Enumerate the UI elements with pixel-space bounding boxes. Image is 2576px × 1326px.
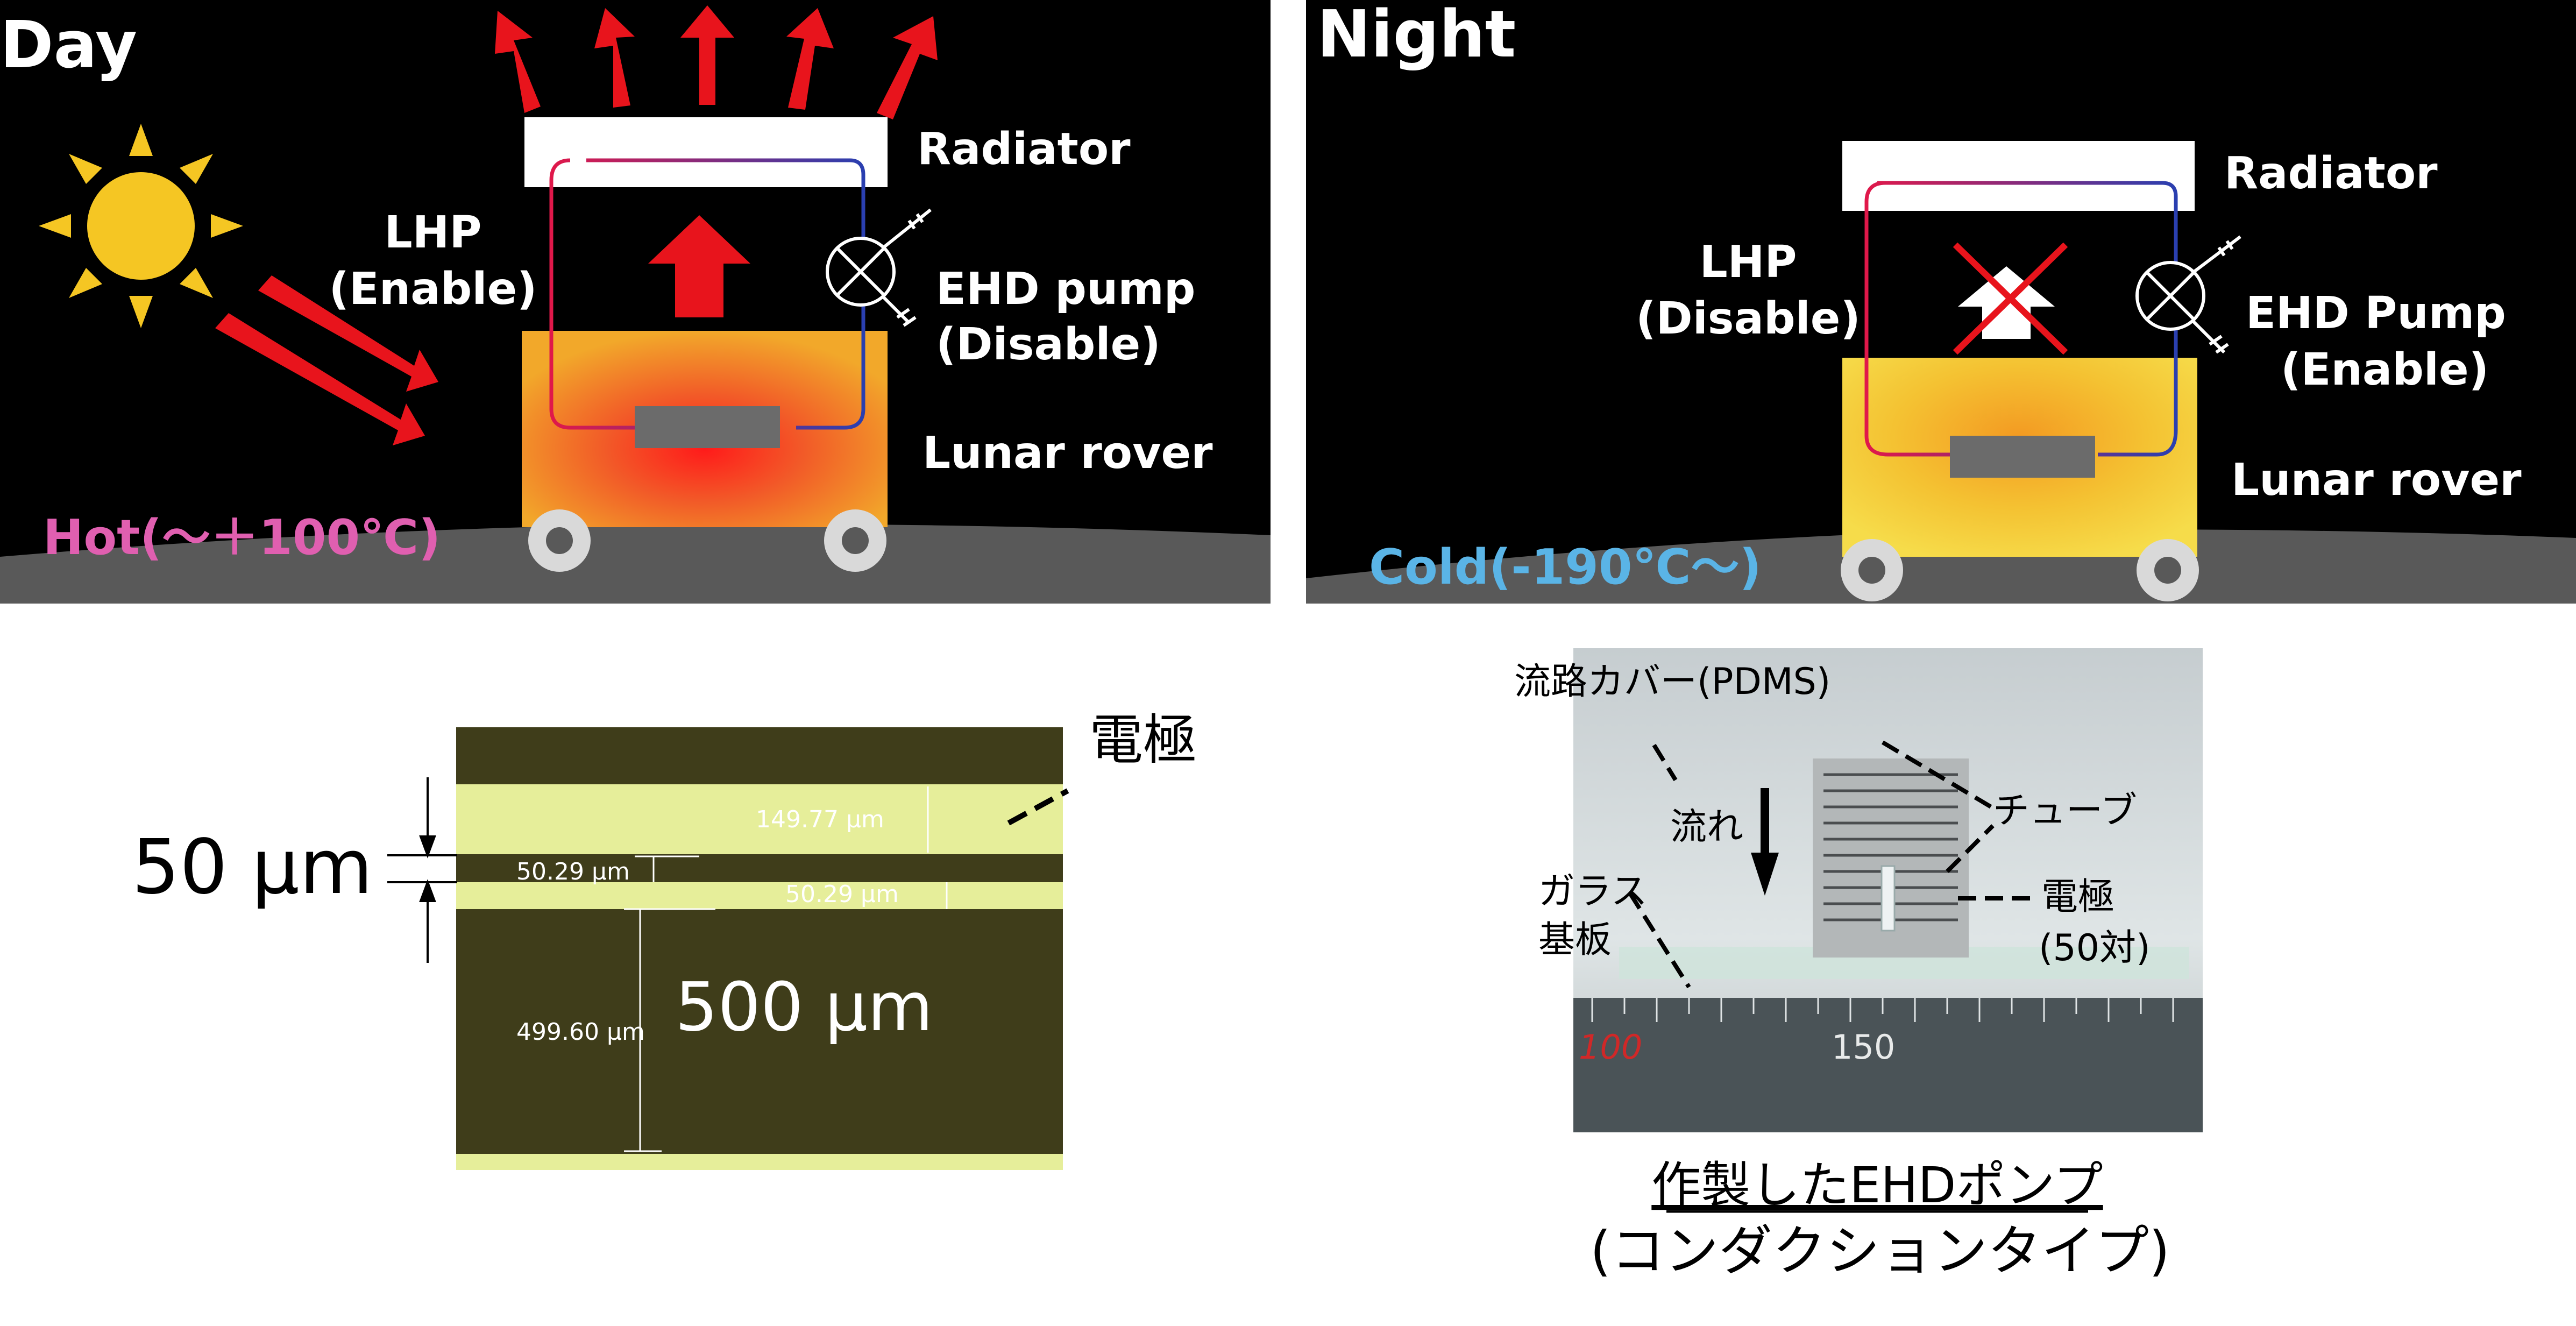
day-lhp-label-1: LHP — [385, 207, 482, 258]
day-ehd-label-2: (Disable) — [936, 319, 1161, 370]
photo-electrode-label-2: (50対) — [2039, 927, 2151, 969]
blocked-x-icon — [1953, 242, 2068, 355]
measure-top: 149.77 μm — [756, 806, 884, 833]
lhp-loop-night — [1864, 181, 2178, 457]
ehd-pump-icon-day — [826, 208, 932, 327]
day-panel: Day — [0, 0, 1271, 604]
radiation-arrows — [495, 5, 938, 119]
night-lhp-label-2: (Disable) — [1636, 293, 1861, 344]
night-lhp-label-1: LHP — [1700, 237, 1797, 288]
width-label: 500 μm — [675, 968, 933, 1046]
ruler-mark-100: 100 — [1579, 1027, 1642, 1067]
measure-gap-2: 50.29 μm — [785, 881, 899, 908]
night-temperature: Cold(-190℃～) — [1369, 539, 1762, 595]
sunlight-arrows — [215, 275, 438, 445]
evaporator-night — [1950, 436, 2095, 478]
ruler-mark-150: 150 — [1832, 1027, 1895, 1067]
radiator-plate — [524, 117, 888, 187]
sun-icon — [39, 124, 243, 328]
evaporator — [635, 406, 780, 448]
electrode-strip-3 — [456, 1154, 1063, 1170]
electrode-strip-2 — [456, 882, 1063, 909]
electrode-pointer — [1007, 788, 1069, 826]
day-radiator-label: Radiator — [917, 124, 1131, 175]
annotation-leaders — [1628, 740, 2033, 989]
day-temperature: Hot(～＋100℃) — [43, 509, 441, 566]
glass-label-1: ガラス — [1538, 870, 1648, 913]
tube — [1880, 865, 1896, 932]
night-ehd-label-2: (Enable) — [2281, 344, 2489, 395]
gap-label: 50 μm — [132, 824, 373, 911]
electrode-label: 電極 — [1089, 708, 1197, 771]
electrode-micrograph: 149.77 μm 50.29 μm 50.29 μm 499.60 μm 50… — [132, 708, 1197, 1170]
night-radiator-label: Radiator — [2224, 148, 2438, 199]
photo-electrode-label-1: 電極 — [2041, 876, 2114, 918]
lunar-ground-night — [1306, 529, 2576, 604]
caption-line-1: 作製したEHDポンプ — [1651, 1157, 2103, 1214]
ehd-pump-icon-night — [2135, 235, 2241, 354]
day-title: Day — [0, 8, 137, 83]
measure-wide: 499.60 μm — [516, 1018, 645, 1046]
night-rover-label: Lunar rover — [2231, 455, 2522, 506]
measure-gap-1: 50.29 μm — [516, 858, 630, 885]
electrode-strip-1 — [456, 784, 1063, 854]
night-ehd-label-1: EHD Pump — [2246, 288, 2506, 339]
rover-wheels-night — [1841, 539, 2199, 601]
rover-wheels-day — [528, 509, 886, 572]
ehd-pump-photo: 100 150 流路カバー(PDMS) 流れ チューブ ガラス 基板 電極 (5… — [1514, 648, 2203, 1282]
ruler — [1573, 998, 2203, 1132]
flow-arrow-icon — [1751, 788, 1779, 896]
day-ehd-label-1: EHD pump — [936, 264, 1195, 315]
ruler-ticks — [1591, 998, 2174, 1022]
measure-lines — [624, 786, 948, 1152]
cover-label: 流路カバー(PDMS) — [1514, 661, 1830, 703]
caption-line-2: (コンダクションタイプ) — [1590, 1219, 2170, 1282]
gap-dimension — [387, 777, 457, 963]
lunar-ground — [0, 524, 1271, 604]
day-rover-label: Lunar rover — [922, 428, 1213, 479]
heat-up-arrow — [648, 215, 750, 317]
day-lhp-label-2: (Enable) — [329, 264, 537, 315]
night-panel: Night Radiator LHP (D — [1306, 0, 2576, 604]
glass-label-2: 基板 — [1538, 919, 1612, 961]
flow-label: 流れ — [1670, 806, 1743, 848]
radiator-plate-night — [1842, 141, 2195, 211]
night-title: Night — [1317, 0, 1516, 72]
tube-label: チューブ — [1993, 790, 2137, 832]
